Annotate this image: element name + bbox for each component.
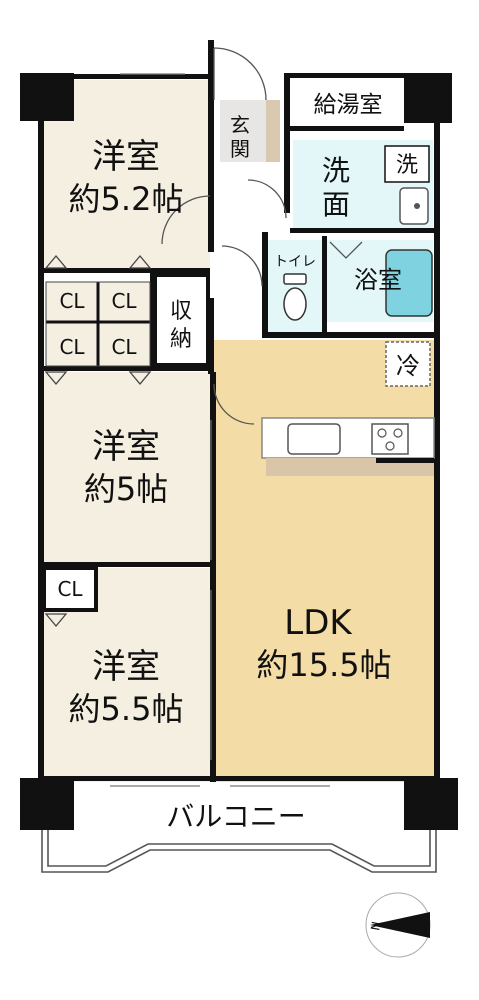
balcony-outline bbox=[41, 830, 437, 873]
ldk-name: LDK bbox=[284, 603, 353, 643]
closet-grid bbox=[46, 282, 150, 366]
basin-drain bbox=[414, 203, 420, 209]
bedroom-mid-floor bbox=[42, 372, 210, 564]
washroom-label-2: 面 bbox=[322, 188, 350, 221]
water-heater-label: 給湯室 bbox=[314, 92, 383, 118]
entrance-label-1: 玄 bbox=[230, 113, 250, 137]
closet-label-3: CL bbox=[59, 335, 85, 359]
storage-room bbox=[153, 273, 210, 367]
closet-bottom-left bbox=[42, 566, 98, 612]
fridge-box bbox=[385, 341, 431, 387]
closet-label-5: CL bbox=[57, 577, 83, 601]
toilet-label: トイレ bbox=[274, 254, 316, 270]
bedroom-bottom-name: 洋室 bbox=[92, 647, 160, 687]
kitchen-wall-stub bbox=[376, 458, 434, 463]
doors bbox=[161, 47, 363, 425]
windows bbox=[110, 73, 330, 787]
closet-label-1: CL bbox=[59, 289, 85, 313]
fridge-label: 冷 bbox=[396, 352, 420, 380]
washer-label: 洗 bbox=[396, 153, 418, 178]
bedroom-bottom-size: 約5.5帖 bbox=[69, 690, 184, 728]
bedroom-top-name: 洋室 bbox=[92, 137, 160, 177]
bedroom-mid-size: 約5帖 bbox=[84, 470, 168, 508]
storage-label-1: 収 bbox=[170, 299, 192, 324]
closet-label-2: CL bbox=[111, 289, 137, 313]
compass-north-label: N bbox=[368, 920, 383, 931]
balcony-label: バルコニー bbox=[166, 800, 305, 833]
entrance-floor bbox=[220, 100, 268, 162]
stove bbox=[371, 423, 409, 455]
closet-inner bbox=[45, 281, 151, 367]
ldk-floor bbox=[214, 340, 434, 782]
washer-box bbox=[384, 145, 430, 183]
closet-label-4: CL bbox=[111, 335, 137, 359]
ldk-size: 約15.5帖 bbox=[256, 646, 391, 684]
storage-label-2: 納 bbox=[170, 327, 192, 352]
bath-tub bbox=[385, 249, 433, 317]
bedroom-top-size: 約5.2帖 bbox=[69, 180, 184, 218]
stove-burners bbox=[377, 428, 403, 451]
entrance-step bbox=[266, 100, 280, 162]
compass-icon bbox=[365, 892, 431, 958]
washroom-label-1: 洗 bbox=[322, 154, 350, 187]
bedroom-mid-name: 洋室 bbox=[92, 427, 160, 467]
walls bbox=[20, 40, 458, 830]
toilet-fixture bbox=[283, 273, 307, 321]
closet-door-marks bbox=[44, 254, 152, 628]
sink bbox=[287, 423, 341, 455]
entrance-label-2: 関 bbox=[230, 137, 250, 161]
water-heater-room bbox=[292, 80, 404, 126]
bathroom-label: 浴室 bbox=[354, 266, 402, 294]
